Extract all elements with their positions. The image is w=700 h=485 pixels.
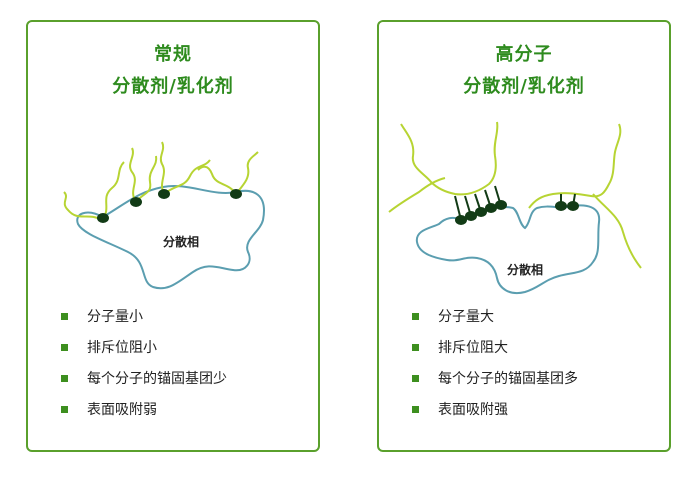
dispersed-phase-label: 分散相 — [163, 234, 199, 249]
polymer-backbone — [528, 123, 622, 209]
property-text: 排斥位阻小 — [87, 340, 157, 356]
polymer-tail — [101, 161, 125, 221]
anchor-group — [455, 215, 467, 225]
polymer-tail — [63, 191, 103, 221]
property-text: 每个分子的锚固基团多 — [438, 371, 578, 387]
polymer-backbone — [592, 193, 642, 269]
anchor-group — [158, 189, 170, 199]
polymer-tail — [163, 159, 211, 195]
square-bullet-icon — [412, 313, 419, 320]
polymer-tail — [159, 141, 165, 195]
property-list: 分子量大 排斥位阻大 每个分子的锚固基团多 表面吸附强 — [412, 308, 578, 432]
list-item: 排斥位阻小 — [61, 339, 227, 370]
square-bullet-icon — [61, 344, 68, 351]
list-item: 表面吸附弱 — [61, 401, 227, 432]
dispersed-phase-particle — [76, 185, 265, 290]
list-item: 分子量小 — [61, 308, 227, 339]
square-bullet-icon — [61, 375, 68, 382]
list-item: 排斥位阻大 — [412, 339, 578, 370]
panel-title-line2: 分散剂/乳化剂 — [112, 76, 234, 97]
square-bullet-icon — [412, 375, 419, 382]
panel-title-line1: 常规 — [154, 44, 192, 65]
anchor-group — [465, 211, 477, 221]
polymer-tail — [235, 151, 259, 195]
dispersed-phase-particle — [415, 204, 601, 294]
anchor-group — [555, 201, 567, 211]
anchor-group — [495, 200, 507, 210]
panel-title-line2: 分散剂/乳化剂 — [463, 76, 585, 97]
polymer-tail — [197, 165, 237, 195]
polymeric-dispersant-diagram: 分散相 — [388, 121, 642, 294]
property-text: 分子量大 — [438, 309, 494, 325]
list-item: 表面吸附强 — [412, 401, 578, 432]
property-list: 分子量小 排斥位阻小 每个分子的锚固基团少 表面吸附弱 — [61, 308, 227, 432]
square-bullet-icon — [412, 344, 419, 351]
square-bullet-icon — [61, 406, 68, 413]
property-text: 分子量小 — [87, 309, 143, 325]
property-text: 表面吸附弱 — [87, 402, 157, 418]
anchor-group — [475, 207, 487, 217]
dispersed-phase-label: 分散相 — [507, 262, 543, 277]
panel-title-line1: 高分子 — [495, 44, 553, 65]
list-item: 每个分子的锚固基团多 — [412, 370, 578, 401]
anchor-group — [485, 203, 497, 213]
polymer-tail — [129, 147, 137, 203]
polymer-backbone — [400, 121, 499, 196]
list-item: 每个分子的锚固基团少 — [61, 370, 227, 401]
list-item: 分子量大 — [412, 308, 578, 339]
anchor-group — [130, 197, 142, 207]
conventional-dispersant-panel: 常规 分散剂/乳化剂 分散相 分子量小 排斥位阻小 每个分子的锚固基团少 表面吸… — [26, 20, 320, 452]
polymer-tail — [135, 155, 158, 203]
square-bullet-icon — [61, 313, 68, 320]
conventional-dispersant-diagram: 分散相 — [63, 141, 265, 290]
square-bullet-icon — [412, 406, 419, 413]
polymeric-dispersant-panel: 高分子 分散剂/乳化剂 分散相 分子量大 排斥位阻大 每个分子的锚固基团多 表面… — [377, 20, 671, 452]
anchor-group — [567, 201, 579, 211]
anchor-group — [97, 213, 109, 223]
property-text: 排斥位阻大 — [438, 340, 508, 356]
anchor-group — [230, 189, 242, 199]
property-text: 每个分子的锚固基团少 — [87, 371, 227, 387]
property-text: 表面吸附强 — [438, 402, 508, 418]
polymer-backbone — [388, 177, 446, 213]
